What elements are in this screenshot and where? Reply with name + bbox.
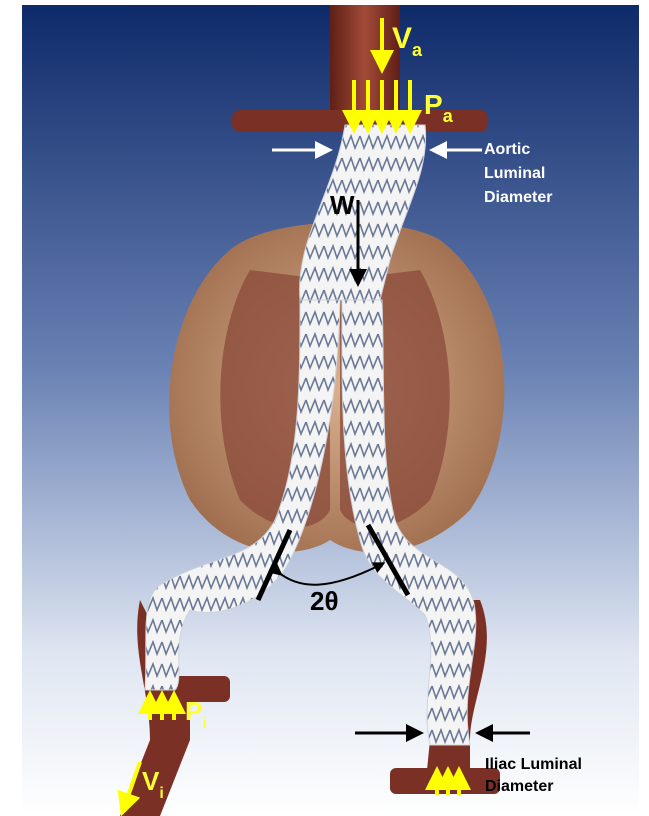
- right-iliac-branch: [390, 768, 500, 794]
- iliac-label-line2: Diameter: [485, 778, 553, 795]
- angle-label: 2θ: [310, 586, 339, 616]
- aortic-label-line2: Luminal: [484, 165, 545, 182]
- aorta-vessel: [330, 5, 400, 125]
- aortic-label-line1: Aortic: [484, 141, 530, 158]
- iliac-label-line1: Iliac Luminal: [485, 756, 582, 773]
- aortic-label-line3: Diameter: [484, 189, 552, 206]
- w-label: W: [330, 190, 355, 220]
